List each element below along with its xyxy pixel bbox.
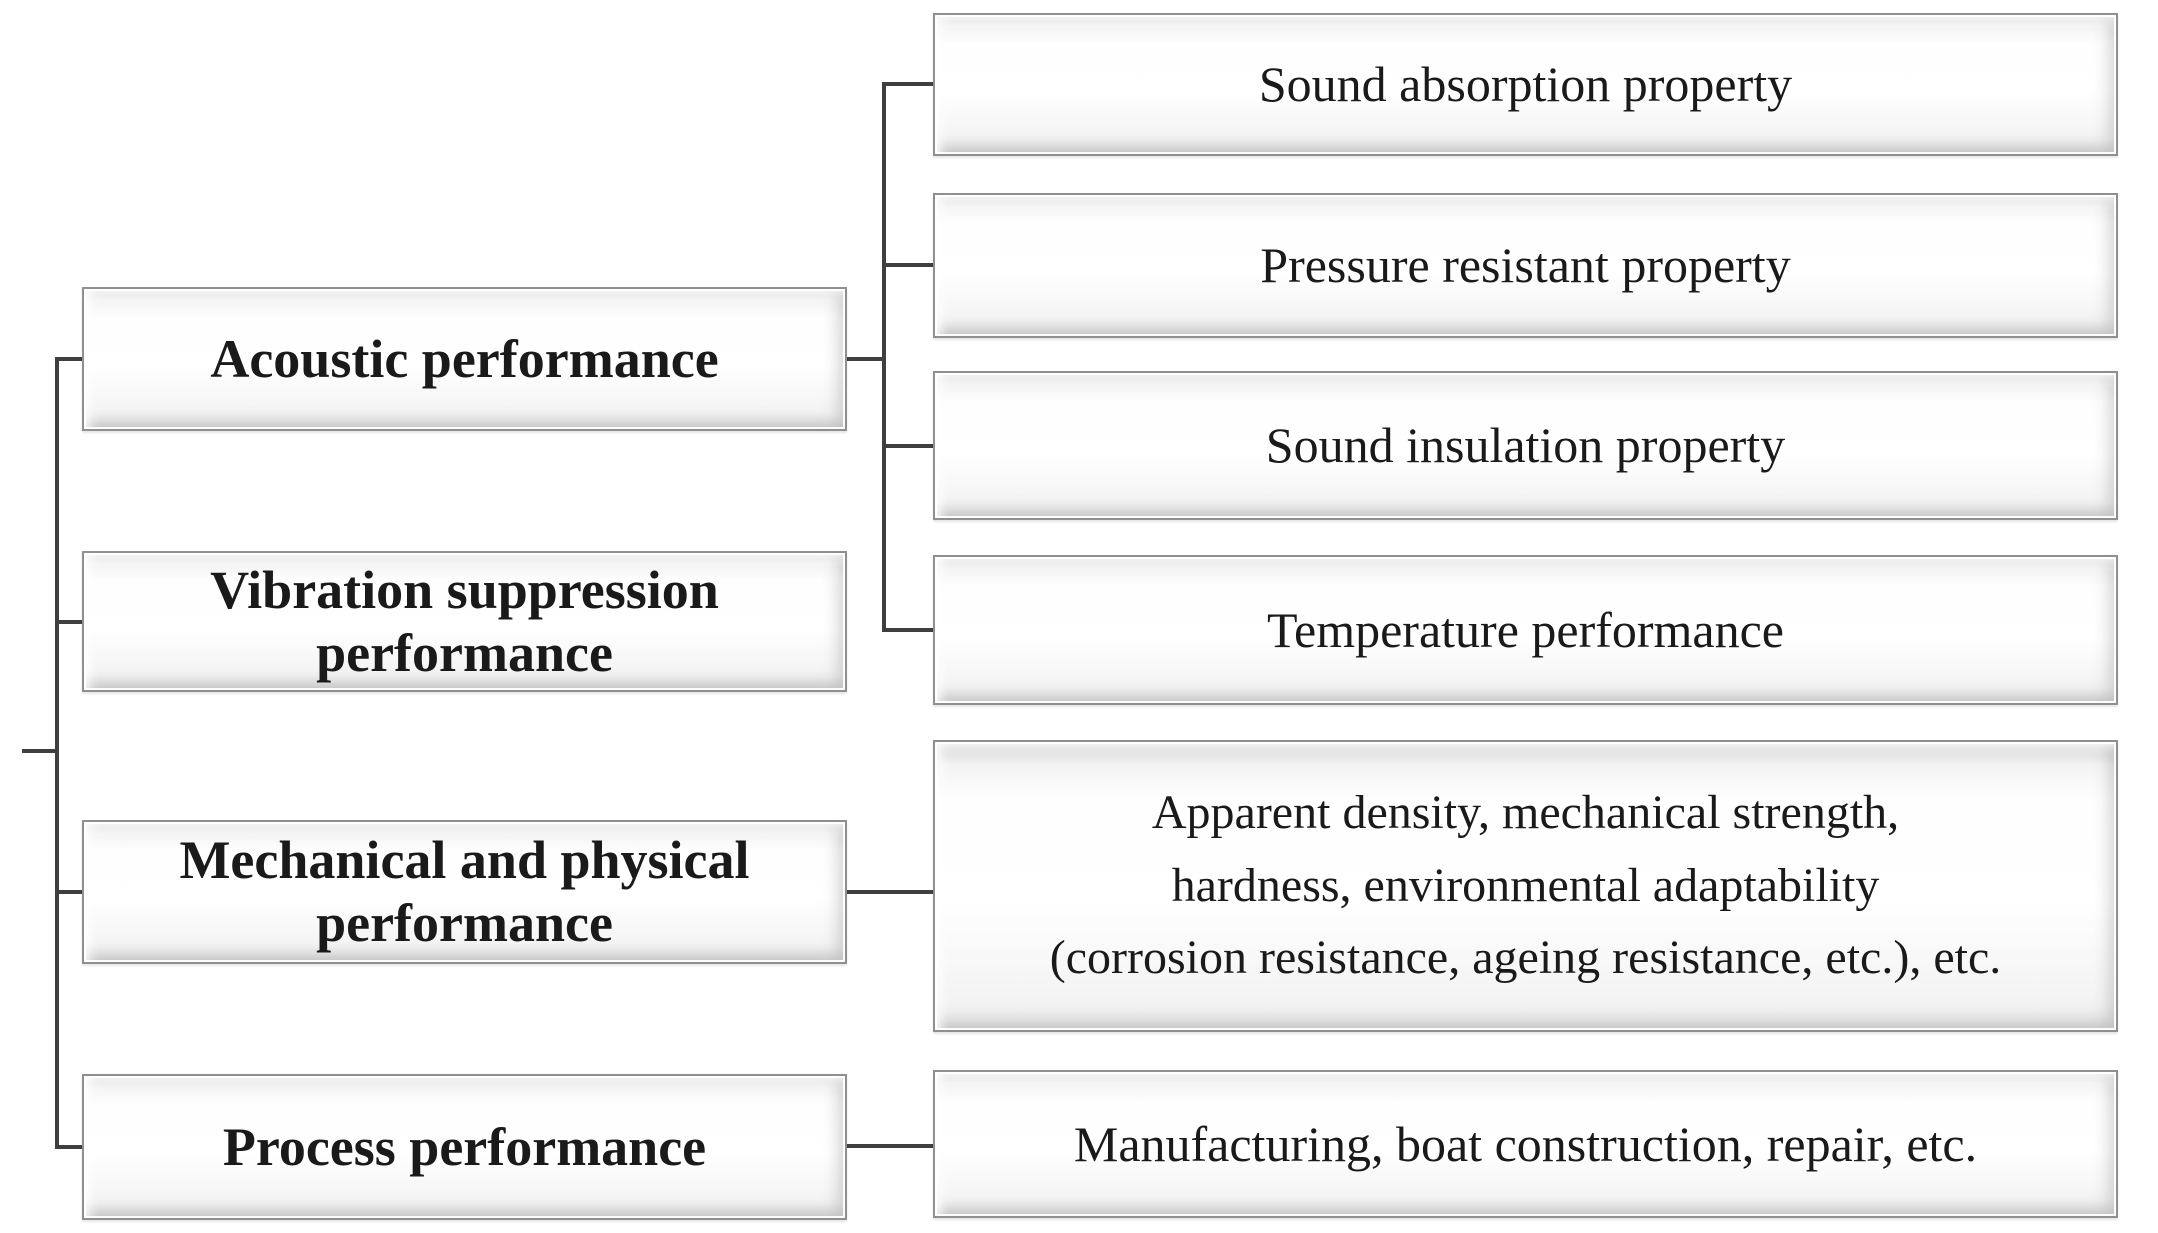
category-label-mechanical: Mechanical and physical performance	[179, 830, 750, 953]
category-box-mechanical: Mechanical and physical performance	[82, 820, 847, 964]
connector-stub-pressure	[882, 263, 935, 267]
connector-right-spine	[882, 82, 886, 632]
detail-label-sound-absorption: Sound absorption property	[1258, 56, 1793, 112]
category-label-vibration: Vibration suppression performance	[210, 559, 719, 683]
category-label-acoustic: Acoustic performance	[210, 328, 719, 389]
detail-box-sound-insulation: Sound insulation property	[933, 371, 2118, 520]
detail-box-temperature: Temperature performance	[933, 555, 2118, 705]
detail-label-pressure: Pressure resistant property	[1260, 237, 1791, 293]
category-label-process: Process performance	[222, 1116, 707, 1177]
connector-process-out	[845, 1144, 935, 1148]
detail-label-temperature: Temperature performance	[1266, 601, 1785, 658]
detail-box-manufacturing: Manufacturing, boat construction, repair…	[933, 1070, 2118, 1218]
detail-box-sound-absorption: Sound absorption property	[933, 13, 2118, 156]
connector-stub-mechanical	[55, 890, 84, 894]
detail-label-mech-properties: Apparent density, mechanical strength, h…	[1049, 785, 2002, 985]
category-box-acoustic: Acoustic performance	[82, 287, 847, 431]
connector-stub-process	[55, 1145, 84, 1149]
connector-mechanical-out	[845, 890, 935, 894]
connector-stub-temperature	[882, 628, 935, 632]
connector-stub-acoustic	[55, 357, 84, 361]
detail-box-mech-properties: Apparent density, mechanical strength, h…	[933, 740, 2118, 1032]
connector-left-spine	[55, 357, 59, 1149]
connector-stub-sound-absorption	[882, 82, 935, 86]
connector-root-stub	[22, 749, 58, 753]
category-box-vibration: Vibration suppression performance	[82, 551, 847, 692]
connector-stub-sound-insulation	[882, 444, 935, 448]
connector-acoustic-out	[845, 357, 886, 361]
connector-stub-vibration	[55, 620, 84, 624]
detail-label-sound-insulation: Sound insulation property	[1265, 417, 1786, 473]
detail-label-manufacturing: Manufacturing, boat construction, repair…	[1073, 1115, 1978, 1172]
detail-box-pressure: Pressure resistant property	[933, 193, 2118, 338]
category-box-process: Process performance	[82, 1074, 847, 1220]
